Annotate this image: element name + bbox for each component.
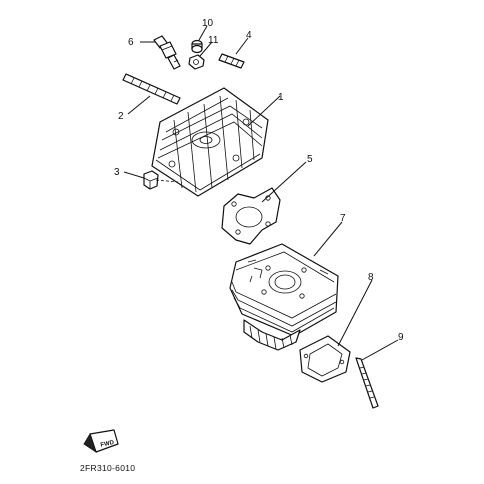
callout-1: 1 <box>278 92 284 103</box>
callout-6: 6 <box>128 37 134 48</box>
stud-bolt-right <box>218 53 245 69</box>
cylinder-head <box>151 87 269 197</box>
nut-left <box>143 170 159 190</box>
callout-numbers: 1 2 3 4 5 6 7 8 9 10 11 <box>114 18 404 343</box>
washer-10 <box>191 39 203 54</box>
diagram-code: 2FR310-6010 <box>80 463 135 473</box>
cylinder-barrel <box>229 243 339 351</box>
leader-lines <box>123 25 399 361</box>
washer-11 <box>188 54 205 70</box>
fwd-arrow-icon: FWD <box>83 429 119 453</box>
callout-5: 5 <box>307 154 313 165</box>
callout-7: 7 <box>340 213 346 224</box>
callout-11: 11 <box>208 35 219 46</box>
callout-9: 9 <box>398 332 404 343</box>
callout-2: 2 <box>118 111 124 122</box>
stud-bolt-left <box>122 73 181 105</box>
head-gasket <box>221 187 281 245</box>
base-gasket <box>299 335 351 383</box>
callout-8: 8 <box>368 272 374 283</box>
callout-4: 4 <box>246 30 252 41</box>
spark-plug <box>153 35 181 70</box>
stud-pin <box>355 357 379 409</box>
callout-3: 3 <box>114 167 120 178</box>
fwd-label: FWD <box>100 440 115 449</box>
callout-10: 10 <box>202 18 214 29</box>
